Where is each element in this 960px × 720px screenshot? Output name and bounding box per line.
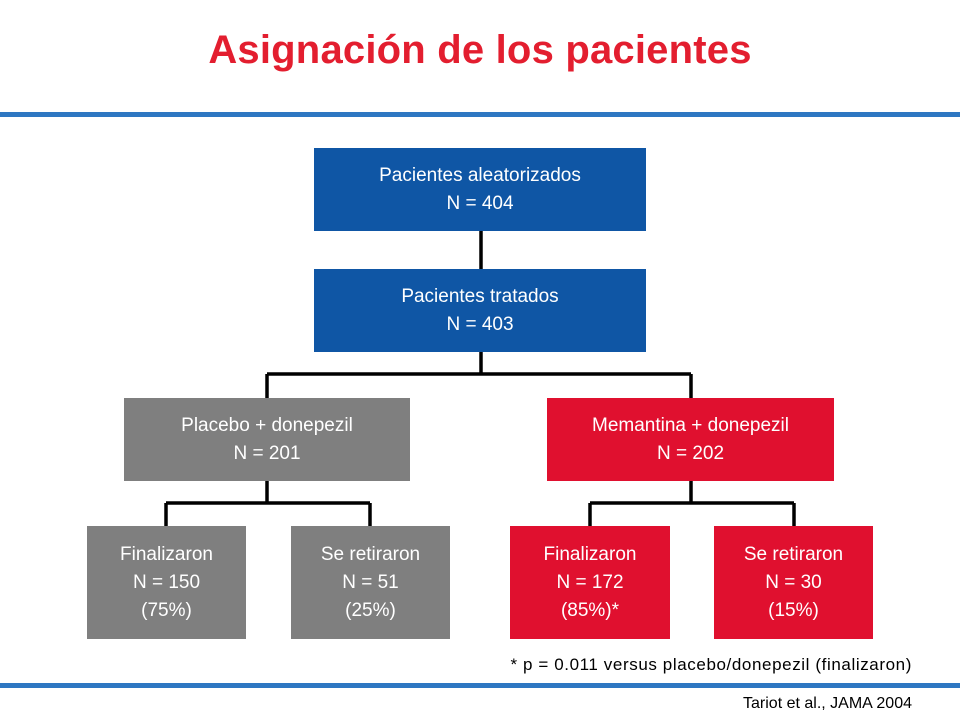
- node-placebo-withdrew-count: N = 51: [342, 571, 399, 593]
- node-randomized-count: N = 404: [446, 192, 514, 214]
- node-placebo-completed: Finalizaron N = 150 (75%): [87, 526, 246, 639]
- node-memantine: Memantina + donepezil N = 202: [547, 398, 834, 481]
- slide-title: Asignación de los pacientes: [208, 28, 752, 72]
- node-randomized: Pacientes aleatorizados N = 404: [314, 148, 646, 231]
- node-memantine-withdrew-count: N = 30: [765, 571, 822, 593]
- node-treated-label: Pacientes tratados: [401, 285, 559, 307]
- bottom-divider: [0, 683, 960, 688]
- node-placebo-withdrew: Se retiraron N = 51 (25%): [291, 526, 450, 639]
- node-placebo-count: N = 201: [233, 442, 301, 464]
- node-placebo-completed-label: Finalizaron: [120, 543, 213, 565]
- significance-footnote: * p = 0.011 versus placebo/donepezil (fi…: [510, 655, 912, 674]
- node-placebo-withdrew-percent: (25%): [345, 599, 396, 621]
- node-memantine-count: N = 202: [656, 442, 725, 464]
- node-memantine-withdrew-percent: (15%): [768, 599, 819, 621]
- node-placebo-label: Placebo + donepezil: [181, 414, 353, 436]
- node-memantine-completed: Finalizaron N = 172 (85%)*: [510, 526, 670, 639]
- node-randomized-label: Pacientes aleatorizados: [379, 164, 581, 186]
- node-memantine-withdrew-label: Se retiraron: [743, 543, 844, 565]
- node-placebo-completed-count: N = 150: [132, 571, 201, 593]
- node-placebo: Placebo + donepezil N = 201: [124, 398, 410, 481]
- node-memantine-completed-count: N = 172: [556, 571, 624, 593]
- node-memantine-completed-label: Finalizaron: [543, 543, 637, 565]
- node-treated-count: N = 403: [446, 313, 514, 335]
- node-placebo-completed-percent: (75%): [141, 599, 192, 621]
- node-memantine-completed-percent: (85%)*: [560, 599, 620, 621]
- node-memantine-label: Memantina + donepezil: [592, 414, 789, 436]
- citation: Tariot et al., JAMA 2004: [743, 695, 912, 712]
- node-memantine-withdrew: Se retiraron N = 30 (15%): [714, 526, 873, 639]
- node-treated: Pacientes tratados N = 403: [314, 269, 646, 352]
- top-divider: [0, 112, 960, 117]
- node-placebo-withdrew-label: Se retiraron: [320, 543, 421, 565]
